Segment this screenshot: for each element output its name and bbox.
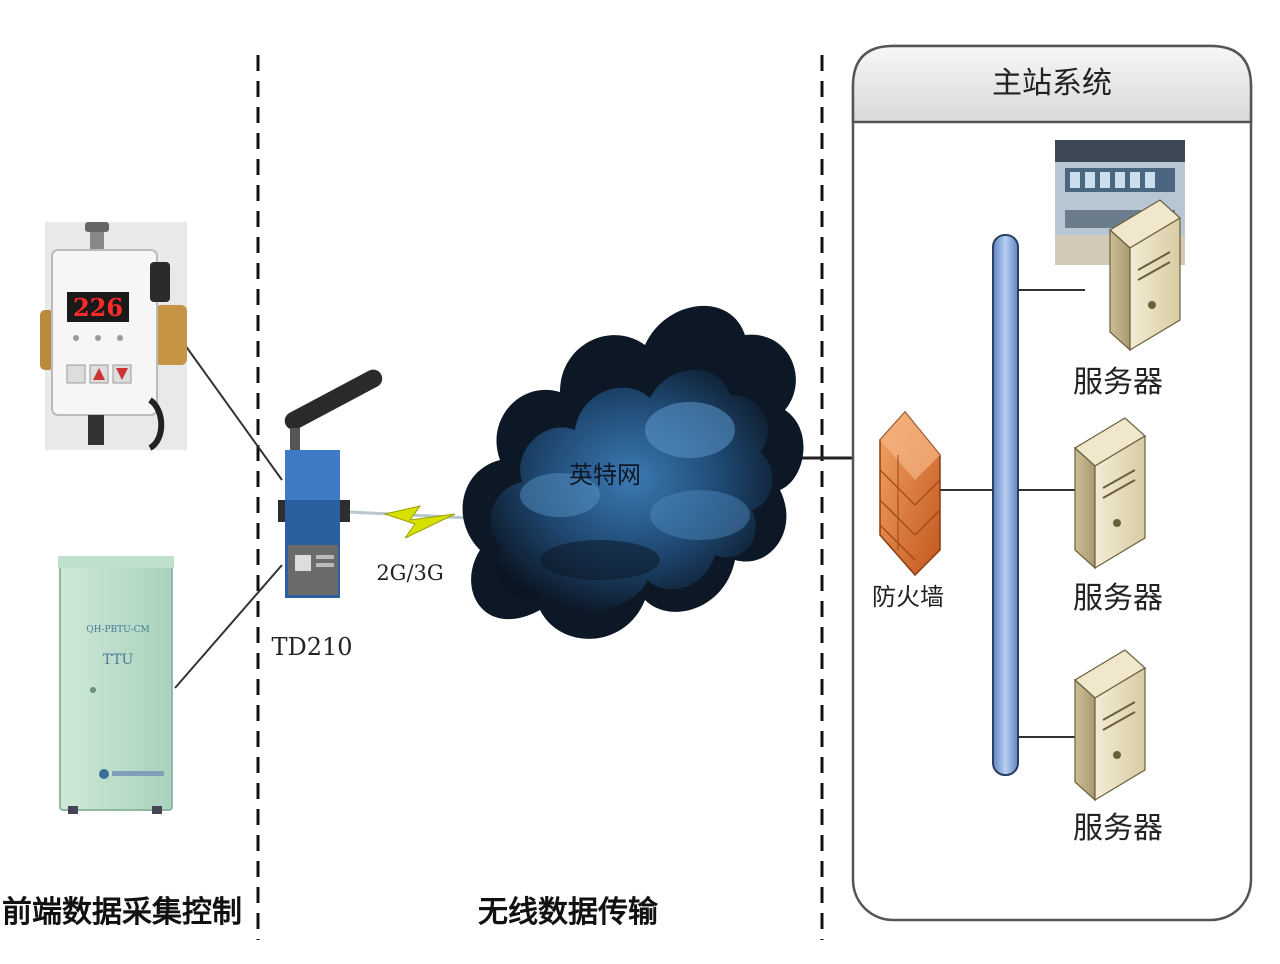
network-bus [992, 234, 1019, 776]
cloud-label: 英特网 [569, 461, 641, 489]
td210-router [278, 369, 383, 598]
section-label-front-end: 前端数据采集控制 [2, 895, 242, 930]
internet-cloud [462, 305, 804, 639]
link-label: 2G/3G [376, 561, 443, 585]
master-station-title: 主站系统 [992, 66, 1112, 101]
ttu-label: TTU [103, 652, 134, 668]
server-icon-2 [1073, 417, 1147, 570]
server-icon-3 [1073, 649, 1147, 802]
meter-display-value: 226 [73, 293, 123, 322]
server-label-3: 服务器 [1073, 811, 1163, 846]
server-label-1: 服务器 [1073, 365, 1163, 400]
firewall-icon [879, 410, 941, 577]
server-icon-1 [1108, 199, 1182, 352]
router-label: TD210 [271, 633, 352, 661]
link-ttu-router [174, 564, 283, 689]
flow-meter-device: 226 [40, 222, 187, 451]
ttu-model-label: QH-PBTU-CM [86, 625, 150, 635]
ttu-cabinet: QH-PBTU-CM TTU [58, 556, 174, 814]
server-label-2: 服务器 [1073, 581, 1163, 616]
link-meter-router [184, 344, 283, 481]
firewall-label: 防火墙 [872, 583, 944, 611]
section-label-wireless: 无线数据传输 [478, 895, 659, 930]
wireless-link-icon [349, 505, 471, 539]
